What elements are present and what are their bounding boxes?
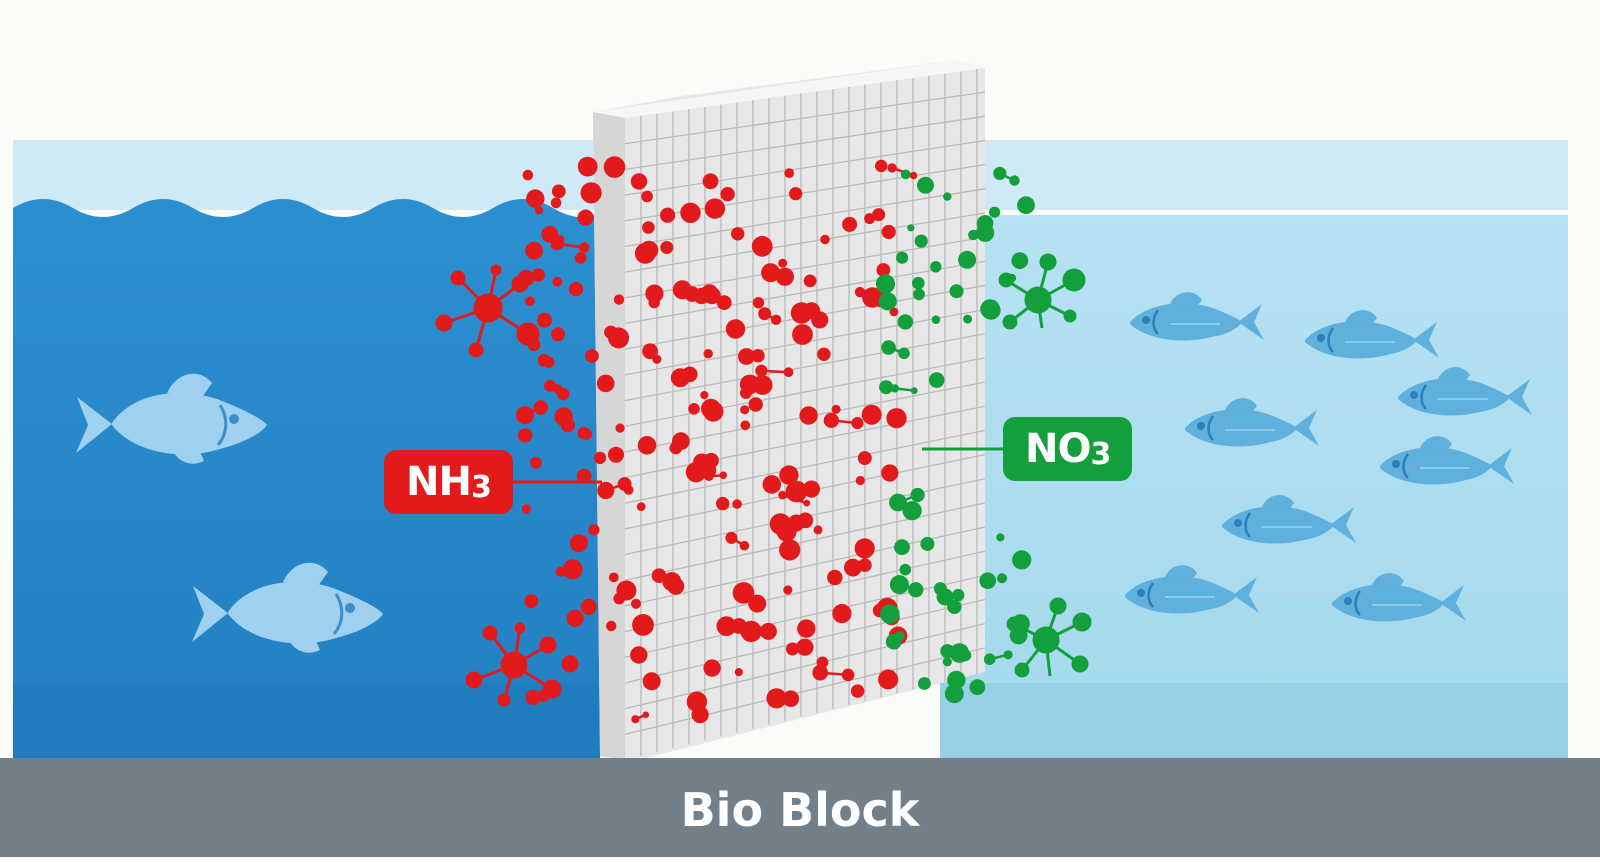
no3-label-sub: 3 [1090,437,1110,472]
no3-label: NO3 [1003,417,1132,481]
caption-title: Bio Block [681,783,920,837]
filter-block [593,60,985,762]
nh3-label: NH3 [384,450,513,514]
caption-bar: Bio Block [0,758,1600,857]
no3-label-main: NO [1025,426,1090,472]
nh3-label-sub: 3 [471,470,491,505]
nh3-label-main: NH [406,459,471,505]
